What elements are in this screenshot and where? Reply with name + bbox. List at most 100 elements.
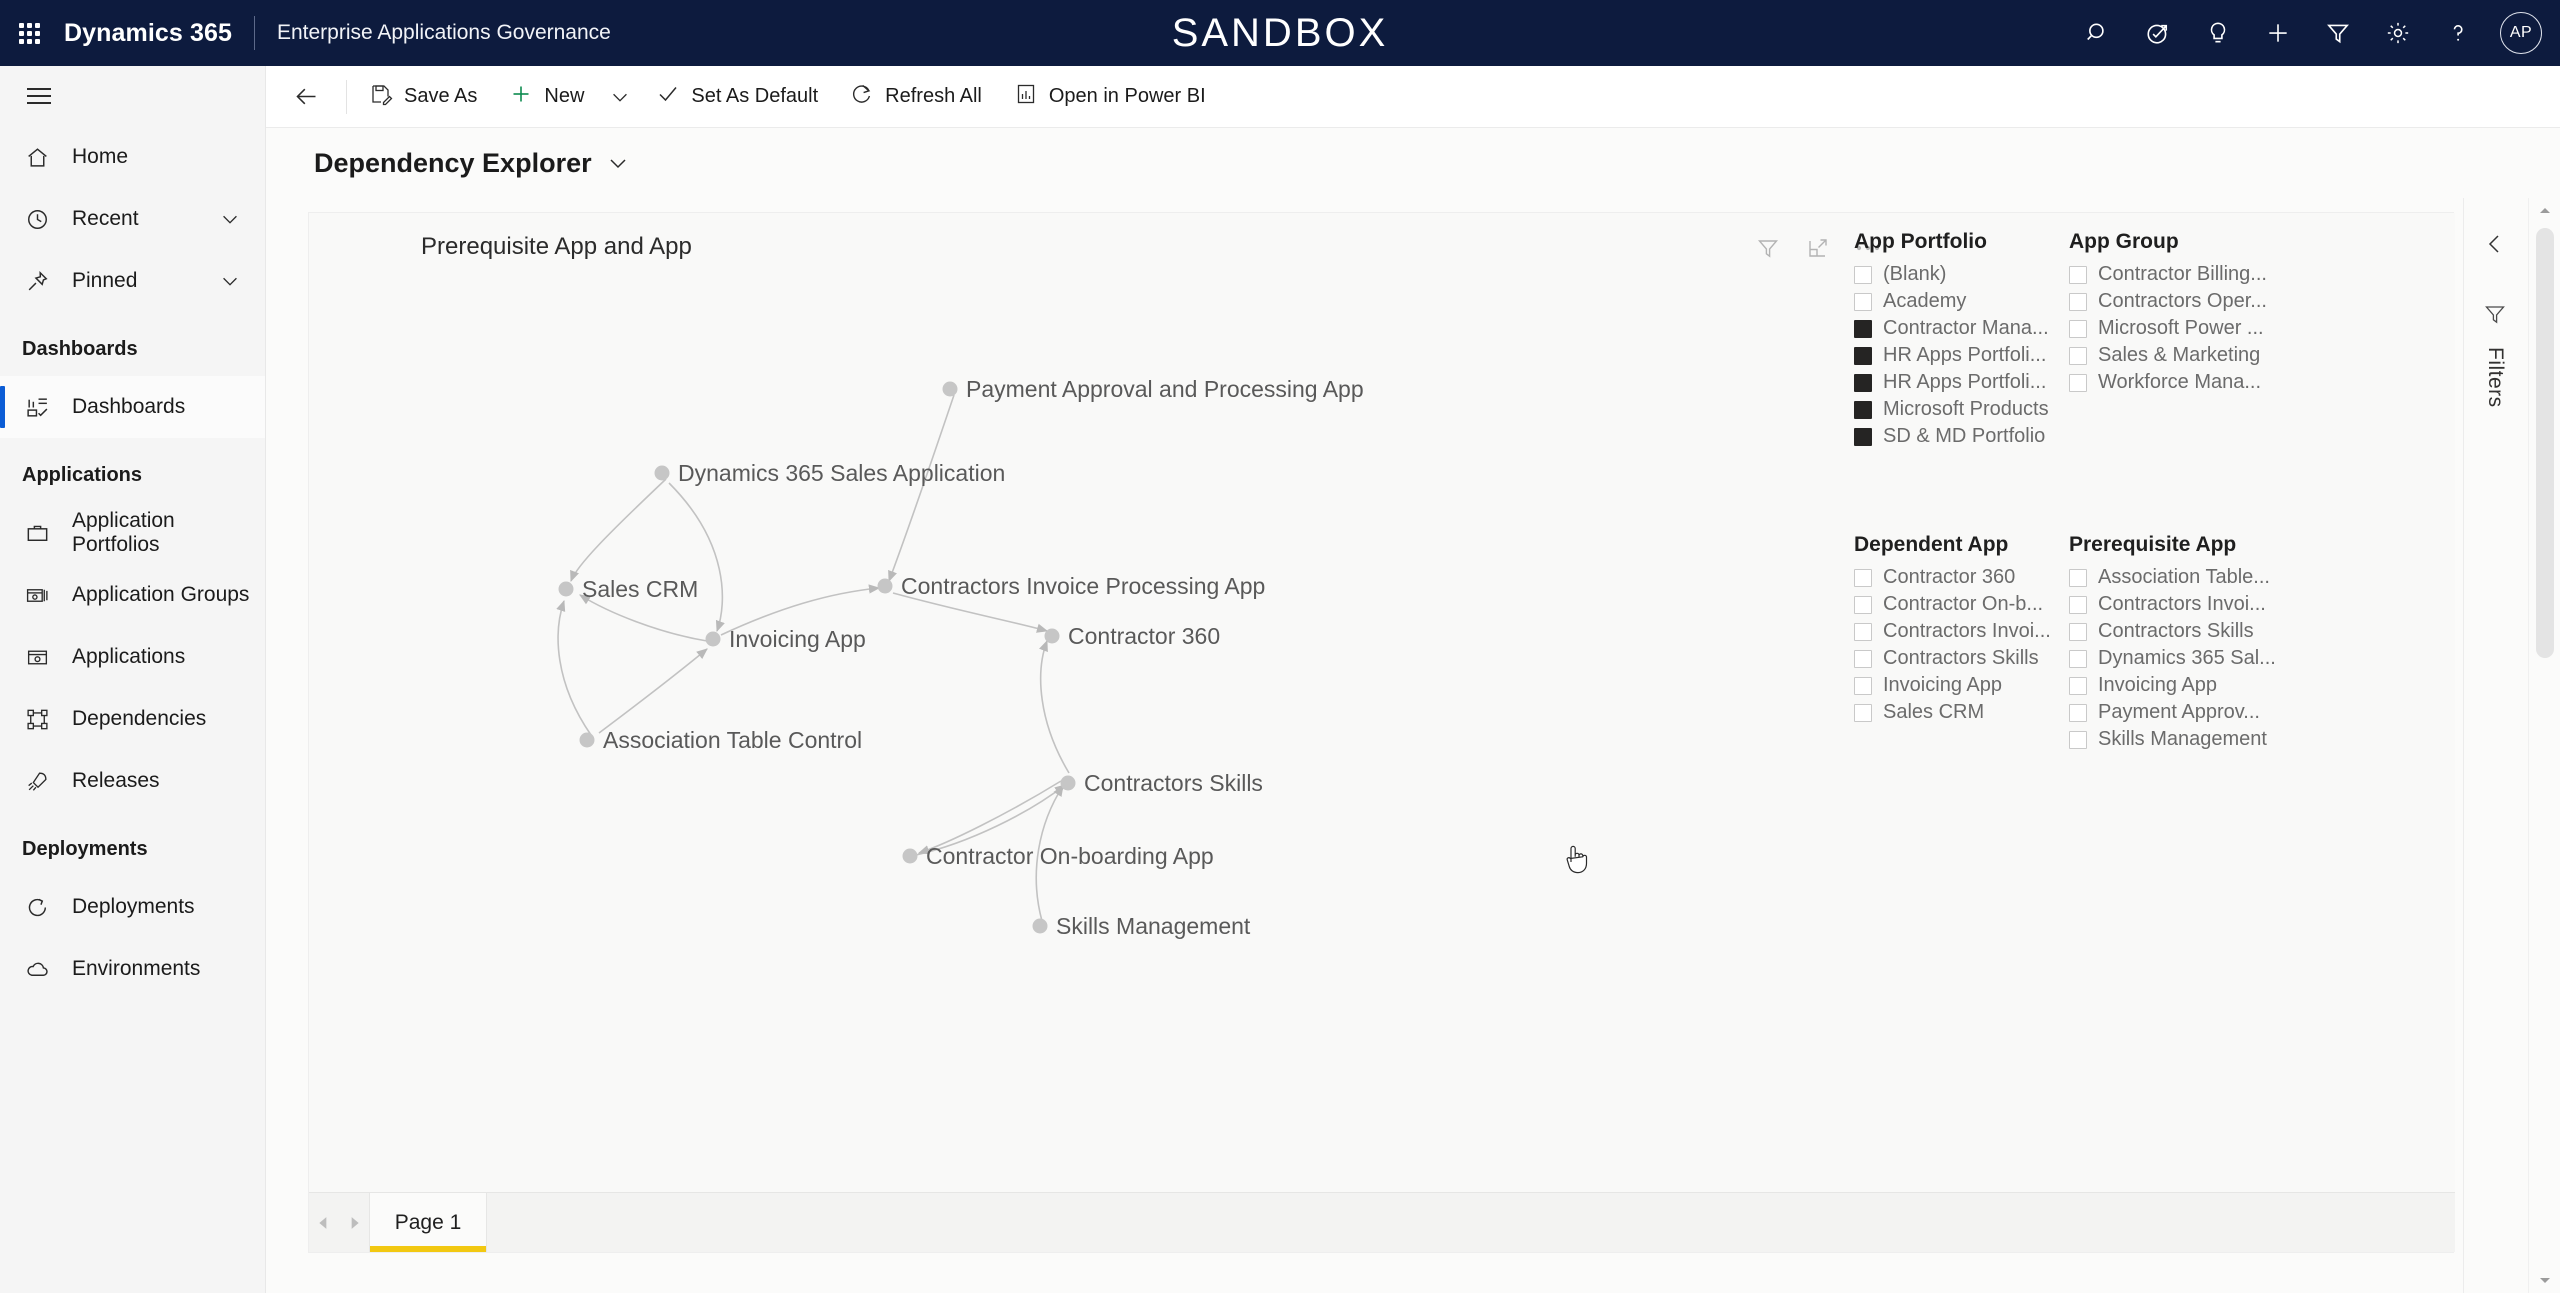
graph-node[interactable] [902, 848, 918, 864]
graph-node[interactable] [1032, 918, 1048, 934]
graph-node[interactable] [654, 465, 670, 481]
checkbox[interactable] [2069, 595, 2087, 614]
graph-node[interactable] [558, 581, 574, 597]
previous-page-icon[interactable] [309, 1193, 339, 1252]
graph-node[interactable] [705, 631, 721, 647]
expand-filters-chevron-left-icon[interactable] [2475, 224, 2515, 264]
checkbox[interactable] [2069, 676, 2087, 695]
sidebar-item-dependencies[interactable]: Dependencies [0, 688, 265, 750]
checkbox[interactable] [1854, 265, 1872, 284]
brand-title[interactable]: Dynamics 365 [64, 18, 232, 47]
checkbox[interactable] [1854, 346, 1872, 365]
filter-icon[interactable] [2310, 5, 2366, 61]
app-name[interactable]: Enterprise Applications Governance [276, 21, 611, 44]
sidebar-item-application-groups[interactable]: Application Groups [0, 564, 265, 626]
vertical-scrollbar[interactable] [2528, 198, 2560, 1293]
slicer-option[interactable]: Sales & Marketing [2069, 342, 2269, 369]
lightbulb-icon[interactable] [2190, 5, 2246, 61]
quick-assist-icon[interactable] [2130, 5, 2186, 61]
graph-node[interactable] [942, 381, 958, 397]
slicer-prerequisite-app[interactable]: Prerequisite App Association Table... Co… [2069, 533, 2279, 753]
sitemap-toggle-icon[interactable] [10, 66, 68, 126]
filters-label[interactable]: Filters [2484, 347, 2507, 408]
checkbox[interactable] [1854, 292, 1872, 311]
slicer-option[interactable]: Academy [1854, 288, 2054, 315]
page-tab[interactable]: Page 1 [369, 1193, 487, 1252]
sidebar-item-environments[interactable]: Environments [0, 938, 265, 1000]
slicer-option[interactable]: Invoicing App [2069, 672, 2279, 699]
sidebar-item-application-portfolios[interactable]: Application Portfolios [0, 502, 265, 564]
help-icon[interactable] [2430, 5, 2486, 61]
graph-node[interactable] [579, 732, 595, 748]
set-as-default-button[interactable]: Set As Default [640, 73, 834, 121]
slicer-option[interactable]: HR Apps Portfoli... [1854, 342, 2054, 369]
checkbox[interactable] [1854, 622, 1872, 641]
checkbox[interactable] [2069, 265, 2087, 284]
search-icon[interactable] [2070, 5, 2126, 61]
checkbox[interactable] [2069, 703, 2087, 722]
checkbox[interactable] [2069, 568, 2087, 587]
checkbox[interactable] [1854, 676, 1872, 695]
slicer-option[interactable]: Dynamics 365 Sal... [2069, 645, 2279, 672]
slicer-option[interactable]: Payment Approv... [2069, 699, 2279, 726]
sidebar-item-deployments[interactable]: Deployments [0, 876, 265, 938]
graph-node[interactable] [1044, 628, 1060, 644]
checkbox[interactable] [1854, 649, 1872, 668]
focus-mode-icon[interactable] [1801, 233, 1835, 263]
slicer-option[interactable]: Contractor Mana... [1854, 315, 2054, 342]
checkbox[interactable] [2069, 622, 2087, 641]
slicer-option[interactable]: Skills Management [2069, 726, 2279, 753]
checkbox[interactable] [1854, 595, 1872, 614]
slicer-option[interactable]: SD & MD Portfolio [1854, 423, 2054, 450]
slicer-option[interactable]: Workforce Mana... [2069, 369, 2269, 396]
slicer-option[interactable]: HR Apps Portfoli... [1854, 369, 2054, 396]
slicer-app-group[interactable]: App Group Contractor Billing... Contract… [2069, 230, 2269, 396]
checkbox[interactable] [1854, 373, 1872, 392]
checkbox[interactable] [2069, 373, 2087, 392]
slicer-option[interactable]: Contractor 360 [1854, 564, 2054, 591]
checkbox[interactable] [1854, 400, 1872, 419]
chevron-down-icon[interactable] [219, 208, 241, 230]
avatar[interactable]: AP [2500, 12, 2542, 54]
slicer-option[interactable]: Contractors Oper... [2069, 288, 2269, 315]
slicer-app-portfolio[interactable]: App Portfolio (Blank) Academy Contractor… [1854, 230, 2054, 450]
page-title-chevron-down-icon[interactable] [606, 151, 630, 175]
next-page-icon[interactable] [339, 1193, 369, 1252]
dependency-graph[interactable]: Payment Approval and Processing App Dyna… [309, 213, 1809, 1194]
checkbox[interactable] [1854, 568, 1872, 587]
app-launcher-icon[interactable] [14, 18, 44, 48]
slicer-option[interactable]: Invoicing App [1854, 672, 2054, 699]
visual-filter-icon[interactable] [1751, 233, 1785, 263]
checkbox[interactable] [1854, 427, 1872, 446]
checkbox[interactable] [1854, 319, 1872, 338]
open-in-power-bi-button[interactable]: Open in Power BI [998, 73, 1222, 121]
add-icon[interactable] [2250, 5, 2306, 61]
slicer-option[interactable]: Microsoft Products [1854, 396, 2054, 423]
scroll-up-icon[interactable] [2529, 198, 2560, 224]
sidebar-item-home[interactable]: Home [0, 126, 265, 188]
new-button[interactable]: New [493, 73, 600, 121]
graph-node[interactable] [1060, 775, 1076, 791]
sidebar-item-recent[interactable]: Recent [0, 188, 265, 250]
checkbox[interactable] [2069, 319, 2087, 338]
slicer-option[interactable]: Contractors Invoi... [2069, 591, 2279, 618]
slicer-option[interactable]: Association Table... [2069, 564, 2279, 591]
scroll-down-icon[interactable] [2529, 1267, 2560, 1293]
checkbox[interactable] [2069, 292, 2087, 311]
slicer-option[interactable]: Contractors Invoi... [1854, 618, 2054, 645]
filter-icon[interactable] [2483, 302, 2507, 331]
new-dropdown-chevron-down-icon[interactable] [600, 73, 640, 121]
refresh-all-button[interactable]: Refresh All [834, 73, 998, 121]
back-button[interactable] [278, 69, 334, 125]
checkbox[interactable] [2069, 730, 2087, 749]
slicer-option[interactable]: Microsoft Power ... [2069, 315, 2269, 342]
slicer-option[interactable]: Contractors Skills [2069, 618, 2279, 645]
sidebar-item-dashboards[interactable]: Dashboards [0, 376, 265, 438]
slicer-option[interactable]: Sales CRM [1854, 699, 2054, 726]
slicer-option[interactable]: Contractors Skills [1854, 645, 2054, 672]
slicer-option[interactable]: Contractor Billing... [2069, 261, 2269, 288]
chevron-down-icon[interactable] [219, 270, 241, 292]
sidebar-item-applications[interactable]: Applications [0, 626, 265, 688]
sidebar-item-pinned[interactable]: Pinned [0, 250, 265, 312]
checkbox[interactable] [2069, 649, 2087, 668]
